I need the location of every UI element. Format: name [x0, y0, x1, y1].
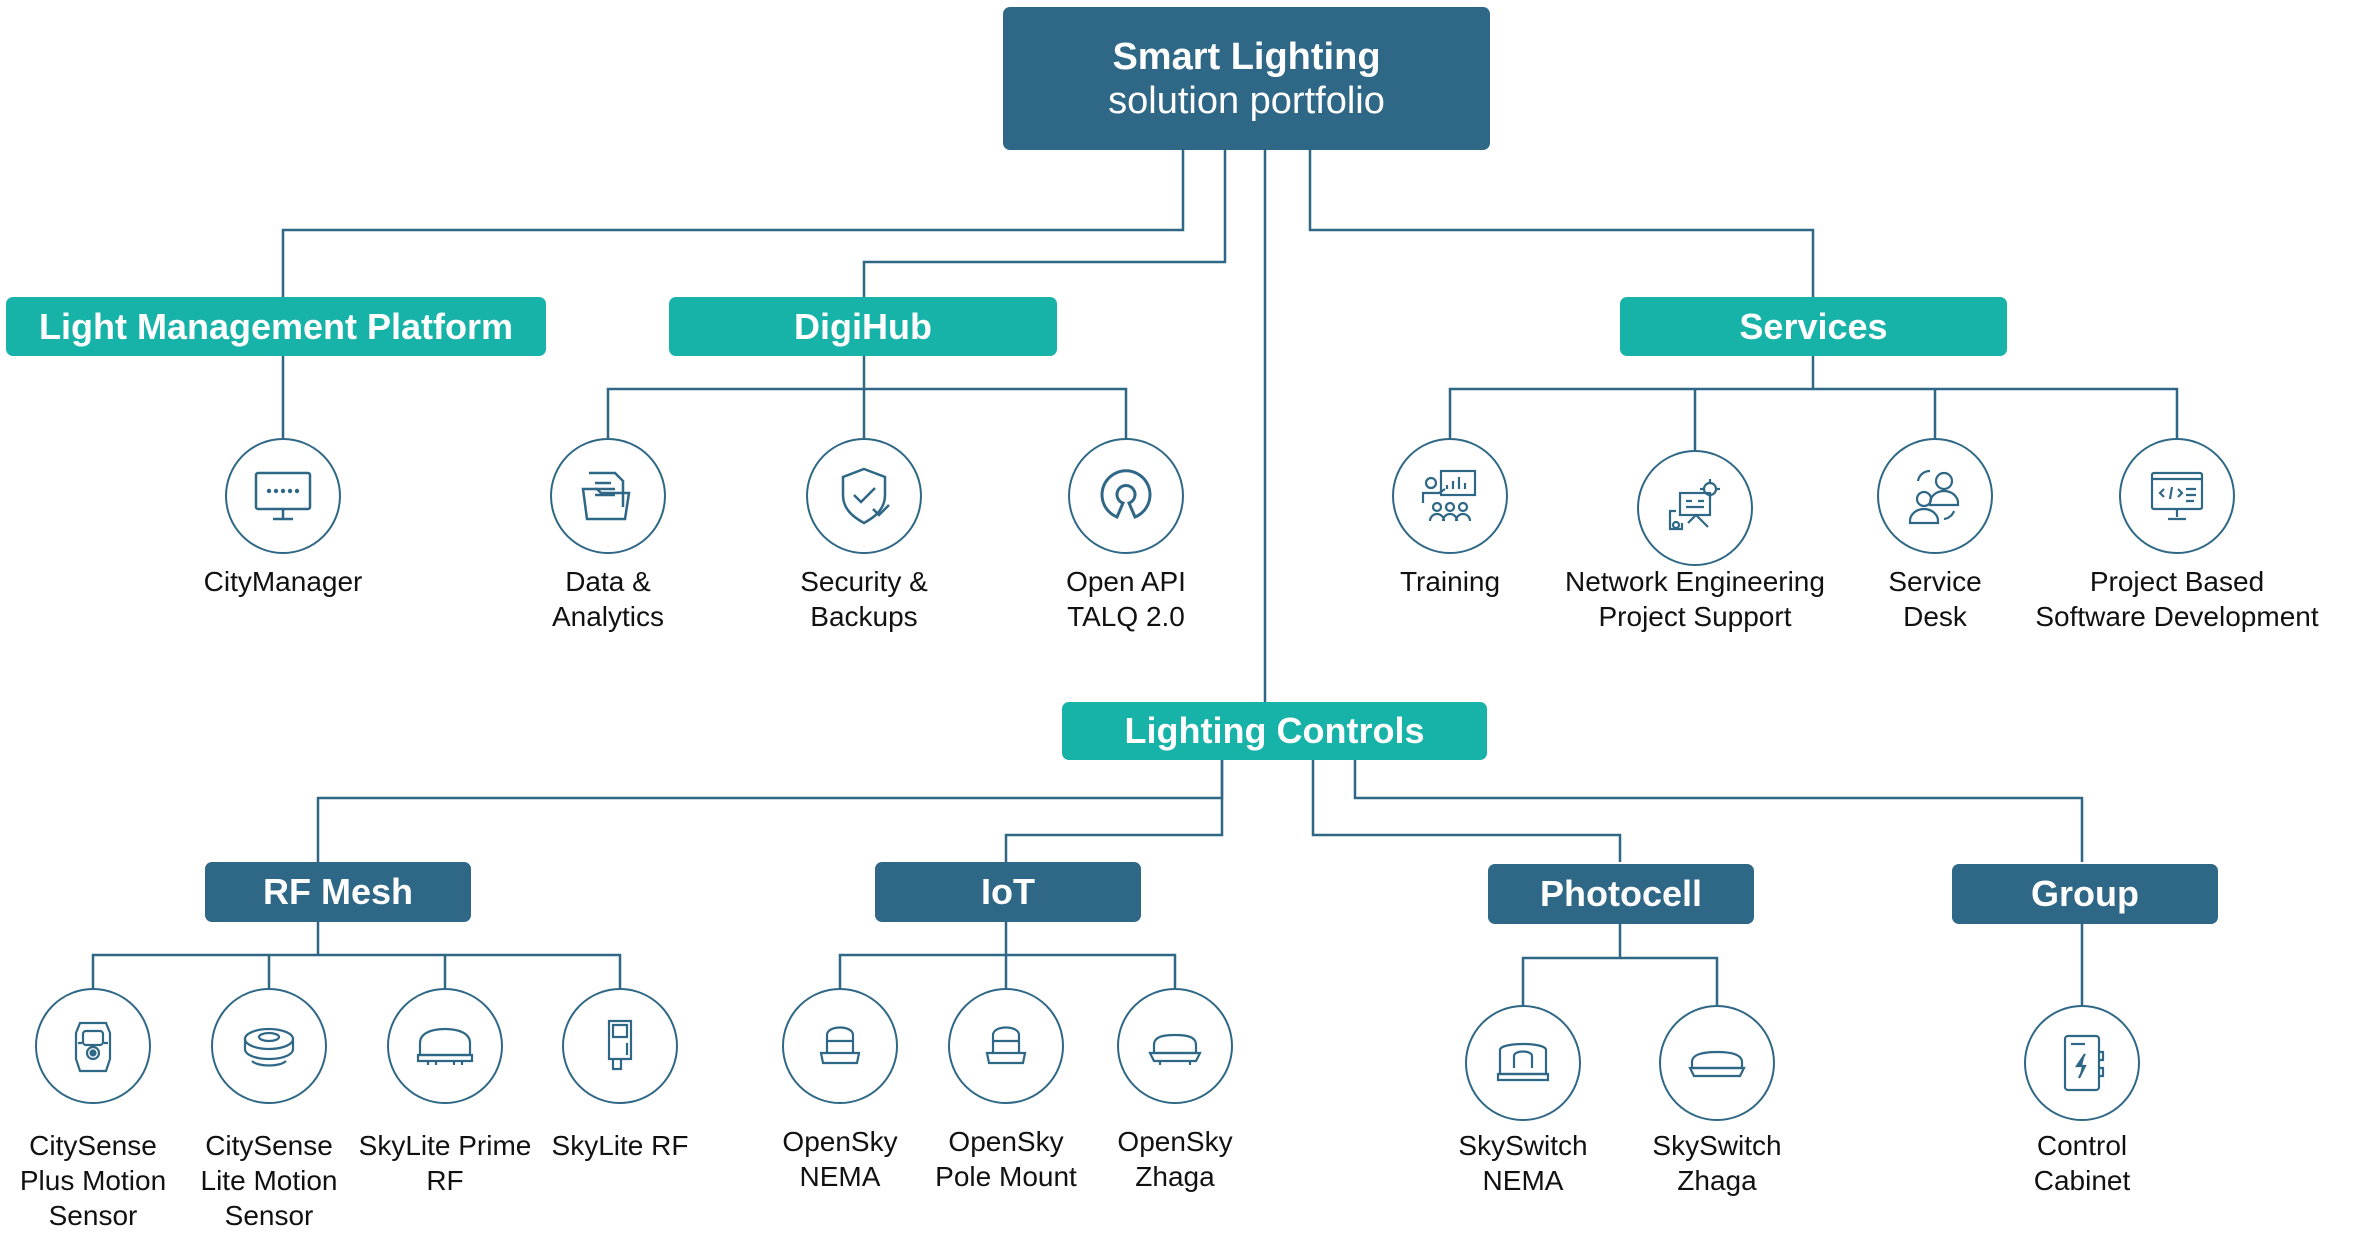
root-box: Smart Lighting solution portfolio — [1003, 7, 1490, 150]
iot-box: IoT — [875, 862, 1141, 922]
citysense-plus-icon — [35, 988, 151, 1104]
skyswitch-zhaga-icon — [1659, 1005, 1775, 1121]
platform-title: Light Management Platform — [38, 305, 514, 347]
lighting-controls-box: Lighting Controls — [1062, 702, 1487, 760]
folder-documents-icon — [550, 438, 666, 554]
training-label: Training — [1399, 566, 1501, 597]
data-analytics-label: Data &Analytics — [551, 566, 665, 632]
digihub-box: DigiHub — [669, 297, 1057, 356]
photocell-box: Photocell — [1488, 864, 1754, 924]
security-backups-label: Security &Backups — [800, 566, 928, 632]
citymanager-label: CityManager — [203, 566, 363, 597]
open-source-icon — [1068, 438, 1184, 554]
root-subtitle: solution portfolio — [1108, 79, 1385, 122]
root-title: Smart Lighting — [1112, 35, 1381, 78]
network-engineering-icon — [1637, 450, 1753, 566]
services-box: Services — [1620, 297, 2007, 356]
service-desk-users-icon — [1877, 438, 1993, 554]
group-box: Group — [1952, 864, 2218, 924]
skylite-rf-label: SkyLite RF — [551, 1130, 689, 1161]
photocell-title: Photocell — [1539, 873, 1703, 914]
rf-mesh-title: RF Mesh — [262, 871, 413, 912]
opensky-pole-icon — [948, 988, 1064, 1104]
group-title: Group — [2031, 873, 2139, 914]
monitor-icon — [225, 438, 341, 554]
rf-mesh-box: RF Mesh — [205, 862, 471, 922]
skylite-prime-icon — [387, 988, 503, 1104]
skylite-rf-icon — [562, 988, 678, 1104]
skyswitch-nema-icon — [1465, 1005, 1581, 1121]
digihub-title: DigiHub — [794, 305, 932, 347]
opensky-zhaga-icon — [1117, 988, 1233, 1104]
shield-check-icon — [806, 438, 922, 554]
control-cabinet-icon — [2024, 1005, 2140, 1121]
opensky-nema-icon — [782, 988, 898, 1104]
citysense-lite-icon — [211, 988, 327, 1104]
code-monitor-icon — [2119, 438, 2235, 554]
training-presentation-icon — [1392, 438, 1508, 554]
iot-title: IoT — [981, 871, 1035, 912]
services-title: Services — [1739, 305, 1888, 347]
lighting-controls-title: Lighting Controls — [1124, 710, 1425, 751]
platform-box: Light Management Platform — [6, 297, 546, 356]
